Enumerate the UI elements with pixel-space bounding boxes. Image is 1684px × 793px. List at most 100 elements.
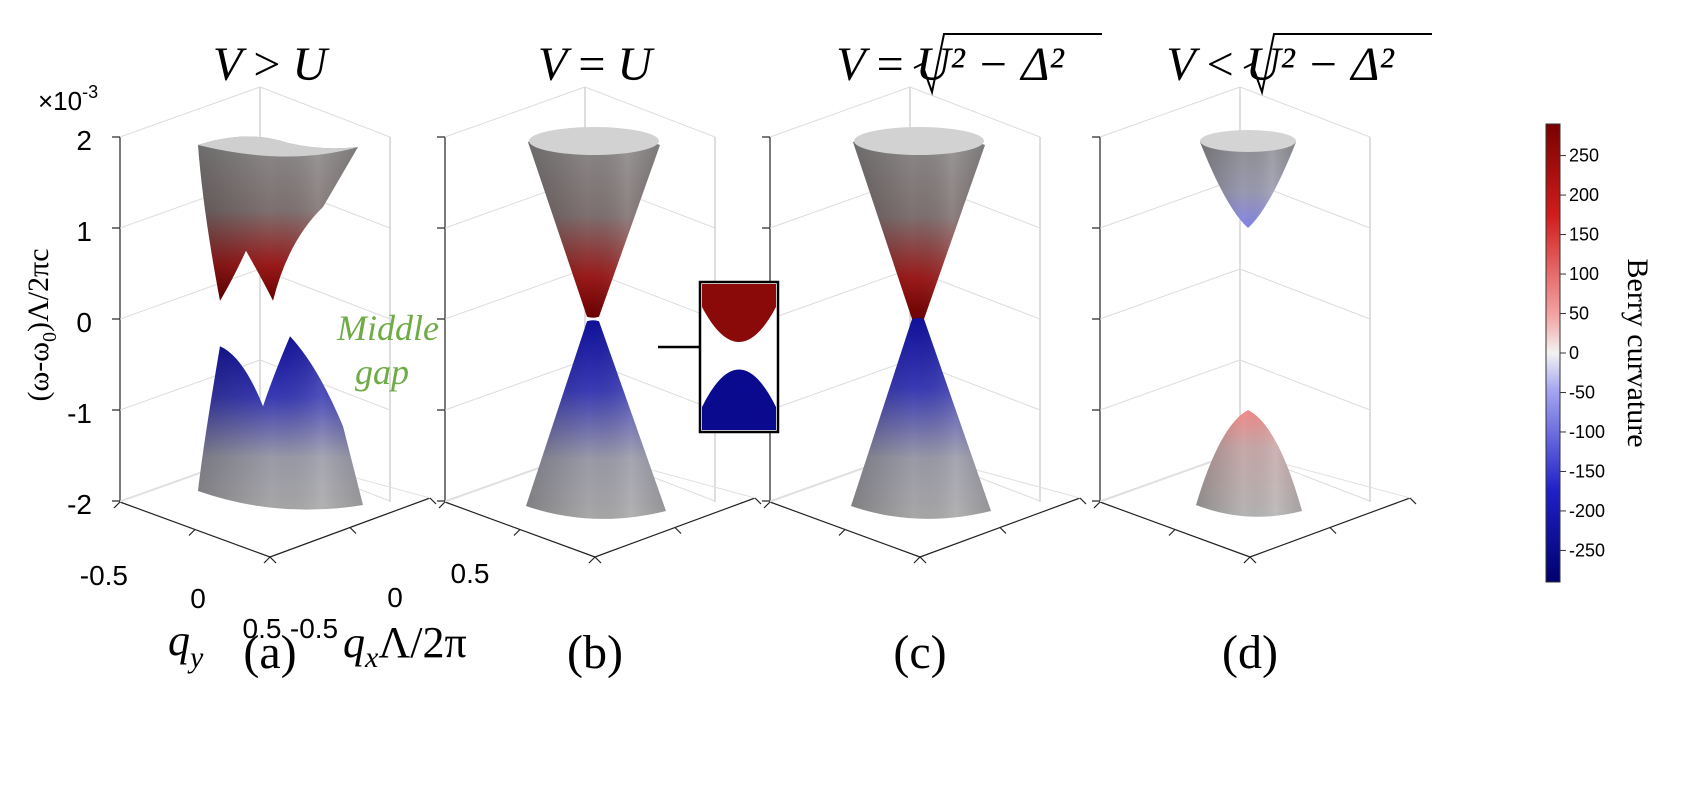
inset-upper-band	[702, 284, 776, 342]
colorbar-tick-label: -250	[1569, 540, 1605, 560]
qy-tick-m05: -0.5	[80, 560, 128, 591]
colorbar-tick-label: 100	[1569, 264, 1599, 284]
grid-line-right	[909, 86, 1041, 138]
qx-axis-label: qxΛ/2π	[343, 618, 467, 674]
panel-title-lhs: V	[213, 38, 253, 91]
panel-label: (d)	[1222, 626, 1278, 679]
colorbar-tick-label: 150	[1569, 225, 1599, 245]
qy-tick-mark	[113, 501, 121, 509]
qy-tick-mark	[513, 529, 521, 536]
panel-b-inset	[658, 280, 780, 434]
colorbar-label: Berry curvature	[1621, 258, 1654, 447]
qx-tick-m05: -0.5	[290, 613, 338, 644]
lower-band-shading	[198, 336, 363, 510]
qx-tick-mark	[999, 527, 1007, 534]
grid-line-right	[259, 268, 391, 320]
panel-title-op: >	[253, 38, 292, 91]
upper-cone-shading	[528, 131, 660, 318]
panel-4: V < U² − Δ² (d)	[1092, 33, 1432, 679]
colorbar-tick-label: -100	[1569, 422, 1605, 442]
qx-axis-label-q: q	[343, 618, 365, 667]
axis-multiplier: ×10-3	[38, 82, 98, 116]
qy-ticks: -0.5 0 0.5	[80, 560, 282, 644]
qx-axis-label-rest: Λ/2π	[378, 618, 466, 667]
colorbar-tick-label: -150	[1569, 461, 1605, 481]
panel-title-lhs: V	[538, 38, 578, 91]
panel-2: V = U (b)	[437, 38, 762, 679]
grid-line-left	[769, 359, 911, 411]
qx-tick-0: 0	[387, 582, 403, 613]
colorbar-tick-label: 0	[1569, 343, 1579, 363]
grid-line-left	[119, 268, 261, 320]
z-axis-ticks: 2 1 0 -1 -2	[67, 125, 92, 520]
grid-line-left	[444, 86, 586, 138]
qx-tick-mark	[754, 497, 762, 505]
qy-tick-mark	[438, 501, 446, 509]
upper-cone-shading	[853, 131, 985, 320]
qx-tick-mark	[1079, 497, 1087, 505]
qy-axis-label-q: q	[168, 616, 190, 665]
panels-group: V > U(a)V = U(b)V = U² − Δ²(c)V < U² − Δ…	[112, 33, 1432, 679]
panel-label: (a)	[243, 626, 296, 679]
upper-cone-rim	[854, 127, 984, 155]
panel-title-lhs: V	[836, 38, 876, 91]
z-tick-m2: -2	[67, 489, 92, 520]
axis-multiplier-base: ×10	[38, 86, 82, 116]
qy-tick-mark	[188, 529, 196, 536]
grid-line-left	[1099, 268, 1241, 320]
z-tick-m1: -1	[67, 398, 92, 429]
upper-band-rim	[198, 136, 358, 157]
panel-label: (b)	[567, 626, 623, 679]
z-axis-label: (ω-ω0)Λ/2πc	[22, 248, 61, 401]
panel-title-lhs: V	[1166, 38, 1206, 91]
colorbar-gradient	[1545, 123, 1561, 583]
lower-cone-shading	[851, 318, 991, 519]
z-tick-0: 0	[76, 307, 92, 338]
upper-cone-rim	[529, 127, 659, 155]
middle-gap-annotation-line1: Middle	[336, 308, 439, 348]
qx-tick-mark	[1409, 497, 1417, 505]
z-axis-label-sub: 0	[39, 332, 61, 342]
grid-line-right	[1239, 86, 1371, 138]
qy-tick-mark	[1243, 556, 1251, 564]
panel-title: V < U² − Δ²	[1166, 38, 1395, 91]
upper-band-rim	[1200, 130, 1296, 152]
qx-tick-mark	[1329, 527, 1337, 534]
qy-tick-0: 0	[190, 583, 206, 614]
grid-line-right	[1239, 359, 1371, 411]
colorbar-tick-label: 250	[1569, 146, 1599, 166]
panel-title-op: =	[578, 38, 617, 91]
qy-axis-label-sub: y	[187, 641, 204, 674]
qy-axis-label: qy	[168, 616, 204, 674]
grid-line-left	[769, 86, 911, 138]
qx-tick-mark	[269, 556, 277, 564]
inset-lower-band	[702, 369, 776, 430]
qy-tick-05: 0.5	[243, 613, 282, 644]
z-axis-label-b: )Λ/2πc	[22, 248, 55, 332]
qx-ticks: -0.5 0 0.5	[290, 558, 490, 644]
grid-line-right	[259, 86, 391, 138]
grid-line-left	[444, 268, 586, 320]
lower-cone-shading	[526, 320, 666, 519]
panel-title: V = U	[538, 38, 656, 91]
colorbar-tick-label: -50	[1569, 382, 1595, 402]
z-tick-1: 1	[76, 216, 92, 247]
panel-title: V = U² − Δ²	[836, 38, 1065, 91]
middle-gap-annotation-line2: gap	[355, 352, 409, 392]
z-axis-label-a: (ω-ω	[22, 342, 55, 401]
axis-multiplier-exp: -3	[82, 82, 98, 102]
qx-tick-mark	[1249, 556, 1257, 564]
grid-line-left	[769, 268, 911, 320]
qx-tick-05: 0.5	[451, 558, 490, 589]
grid-line-left	[1099, 177, 1241, 229]
colorbar-tick-label: 200	[1569, 185, 1599, 205]
panel-title-op: <	[1207, 38, 1246, 91]
panel-title-rhs: U	[292, 38, 330, 91]
qy-tick-mark	[913, 556, 921, 564]
qy-tick-mark	[838, 529, 846, 536]
grid-line-right	[584, 86, 716, 138]
upper-band-shading	[198, 136, 358, 301]
